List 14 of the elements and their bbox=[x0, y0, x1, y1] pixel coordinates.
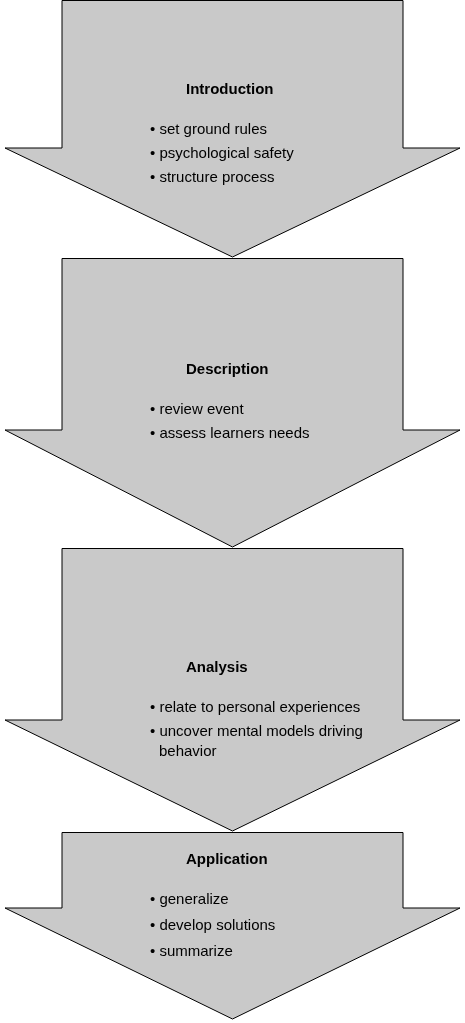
bullet-text: • develop solutions bbox=[150, 914, 277, 935]
stage-heading: Description bbox=[186, 359, 269, 379]
bullet-text: • generalize bbox=[150, 888, 230, 909]
bullet-text: • summarize bbox=[150, 940, 234, 961]
bullet-text: • relate to personal experiences bbox=[150, 696, 362, 717]
stage-heading: Analysis bbox=[186, 657, 248, 677]
stage-heading: Application bbox=[186, 849, 268, 869]
bullet-text: • uncover mental models driving behavior bbox=[150, 720, 364, 761]
bullet-text: • review event bbox=[150, 398, 245, 419]
bullet-text: • structure process bbox=[150, 166, 276, 187]
bullet-text: • psychological safety bbox=[150, 142, 295, 163]
bullet-text: • set ground rules bbox=[150, 118, 268, 139]
bullet-text: • assess learners needs bbox=[150, 422, 311, 443]
stage-heading: Introduction bbox=[186, 79, 274, 99]
